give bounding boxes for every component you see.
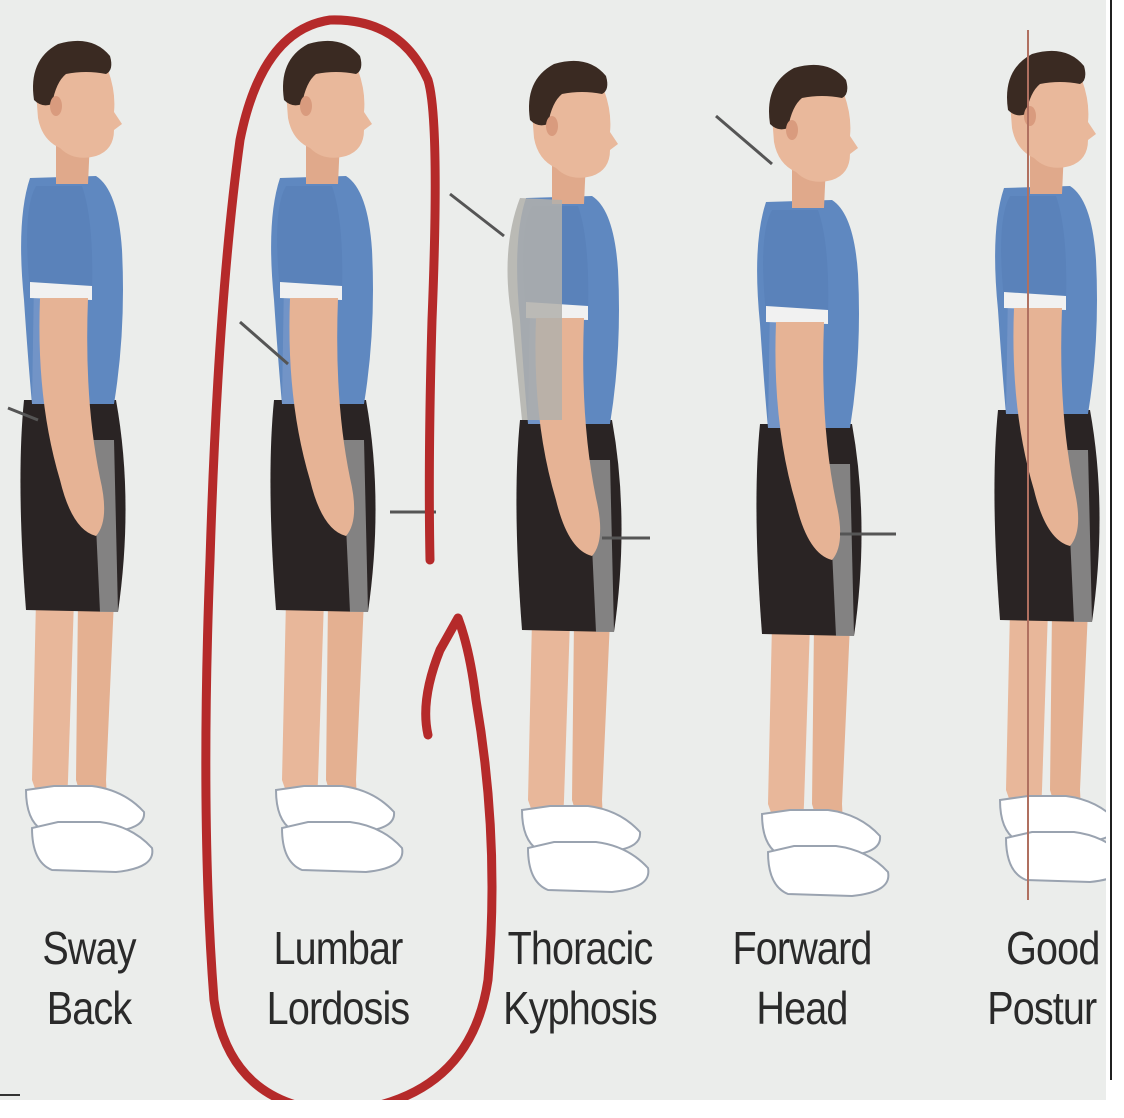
caption-line: Lordosis: [261, 978, 416, 1038]
caption-line: Thoracic: [497, 918, 662, 978]
caption-lumbar-lordosis: Lumbar Lordosis: [261, 918, 416, 1038]
bottom-left-mark: [0, 1094, 20, 1096]
arrow-kyphosis-back: [450, 194, 504, 236]
right-border: [1106, 0, 1124, 1118]
caption-forward-head: Forward Head: [728, 918, 876, 1038]
right-border-line: [1110, 0, 1112, 1080]
arrow-forward-head-neck: [716, 116, 772, 164]
figure-sway-back: [20, 41, 152, 872]
bottom-border: [0, 1100, 1124, 1118]
caption-line: Sway: [38, 918, 139, 978]
figure-lumbar-lordosis: [270, 41, 402, 872]
caption-line: Back: [38, 978, 139, 1038]
caption-line: Good: [987, 918, 1124, 978]
figure-thoracic-kyphosis: [508, 61, 649, 892]
caption-thoracic-kyphosis: Thoracic Kyphosis: [497, 918, 662, 1038]
caption-good-posture: Good Postur: [987, 918, 1124, 1038]
caption-line: Lumbar: [261, 918, 416, 978]
figure-good-posture: [994, 51, 1124, 882]
caption-sway-back: Sway Back: [38, 918, 139, 1038]
caption-line: Forward: [728, 918, 876, 978]
caption-line: Postur: [987, 978, 1124, 1038]
figure-forward-head: [756, 65, 888, 896]
caption-line: Head: [728, 978, 876, 1038]
caption-line: Kyphosis: [497, 978, 662, 1038]
